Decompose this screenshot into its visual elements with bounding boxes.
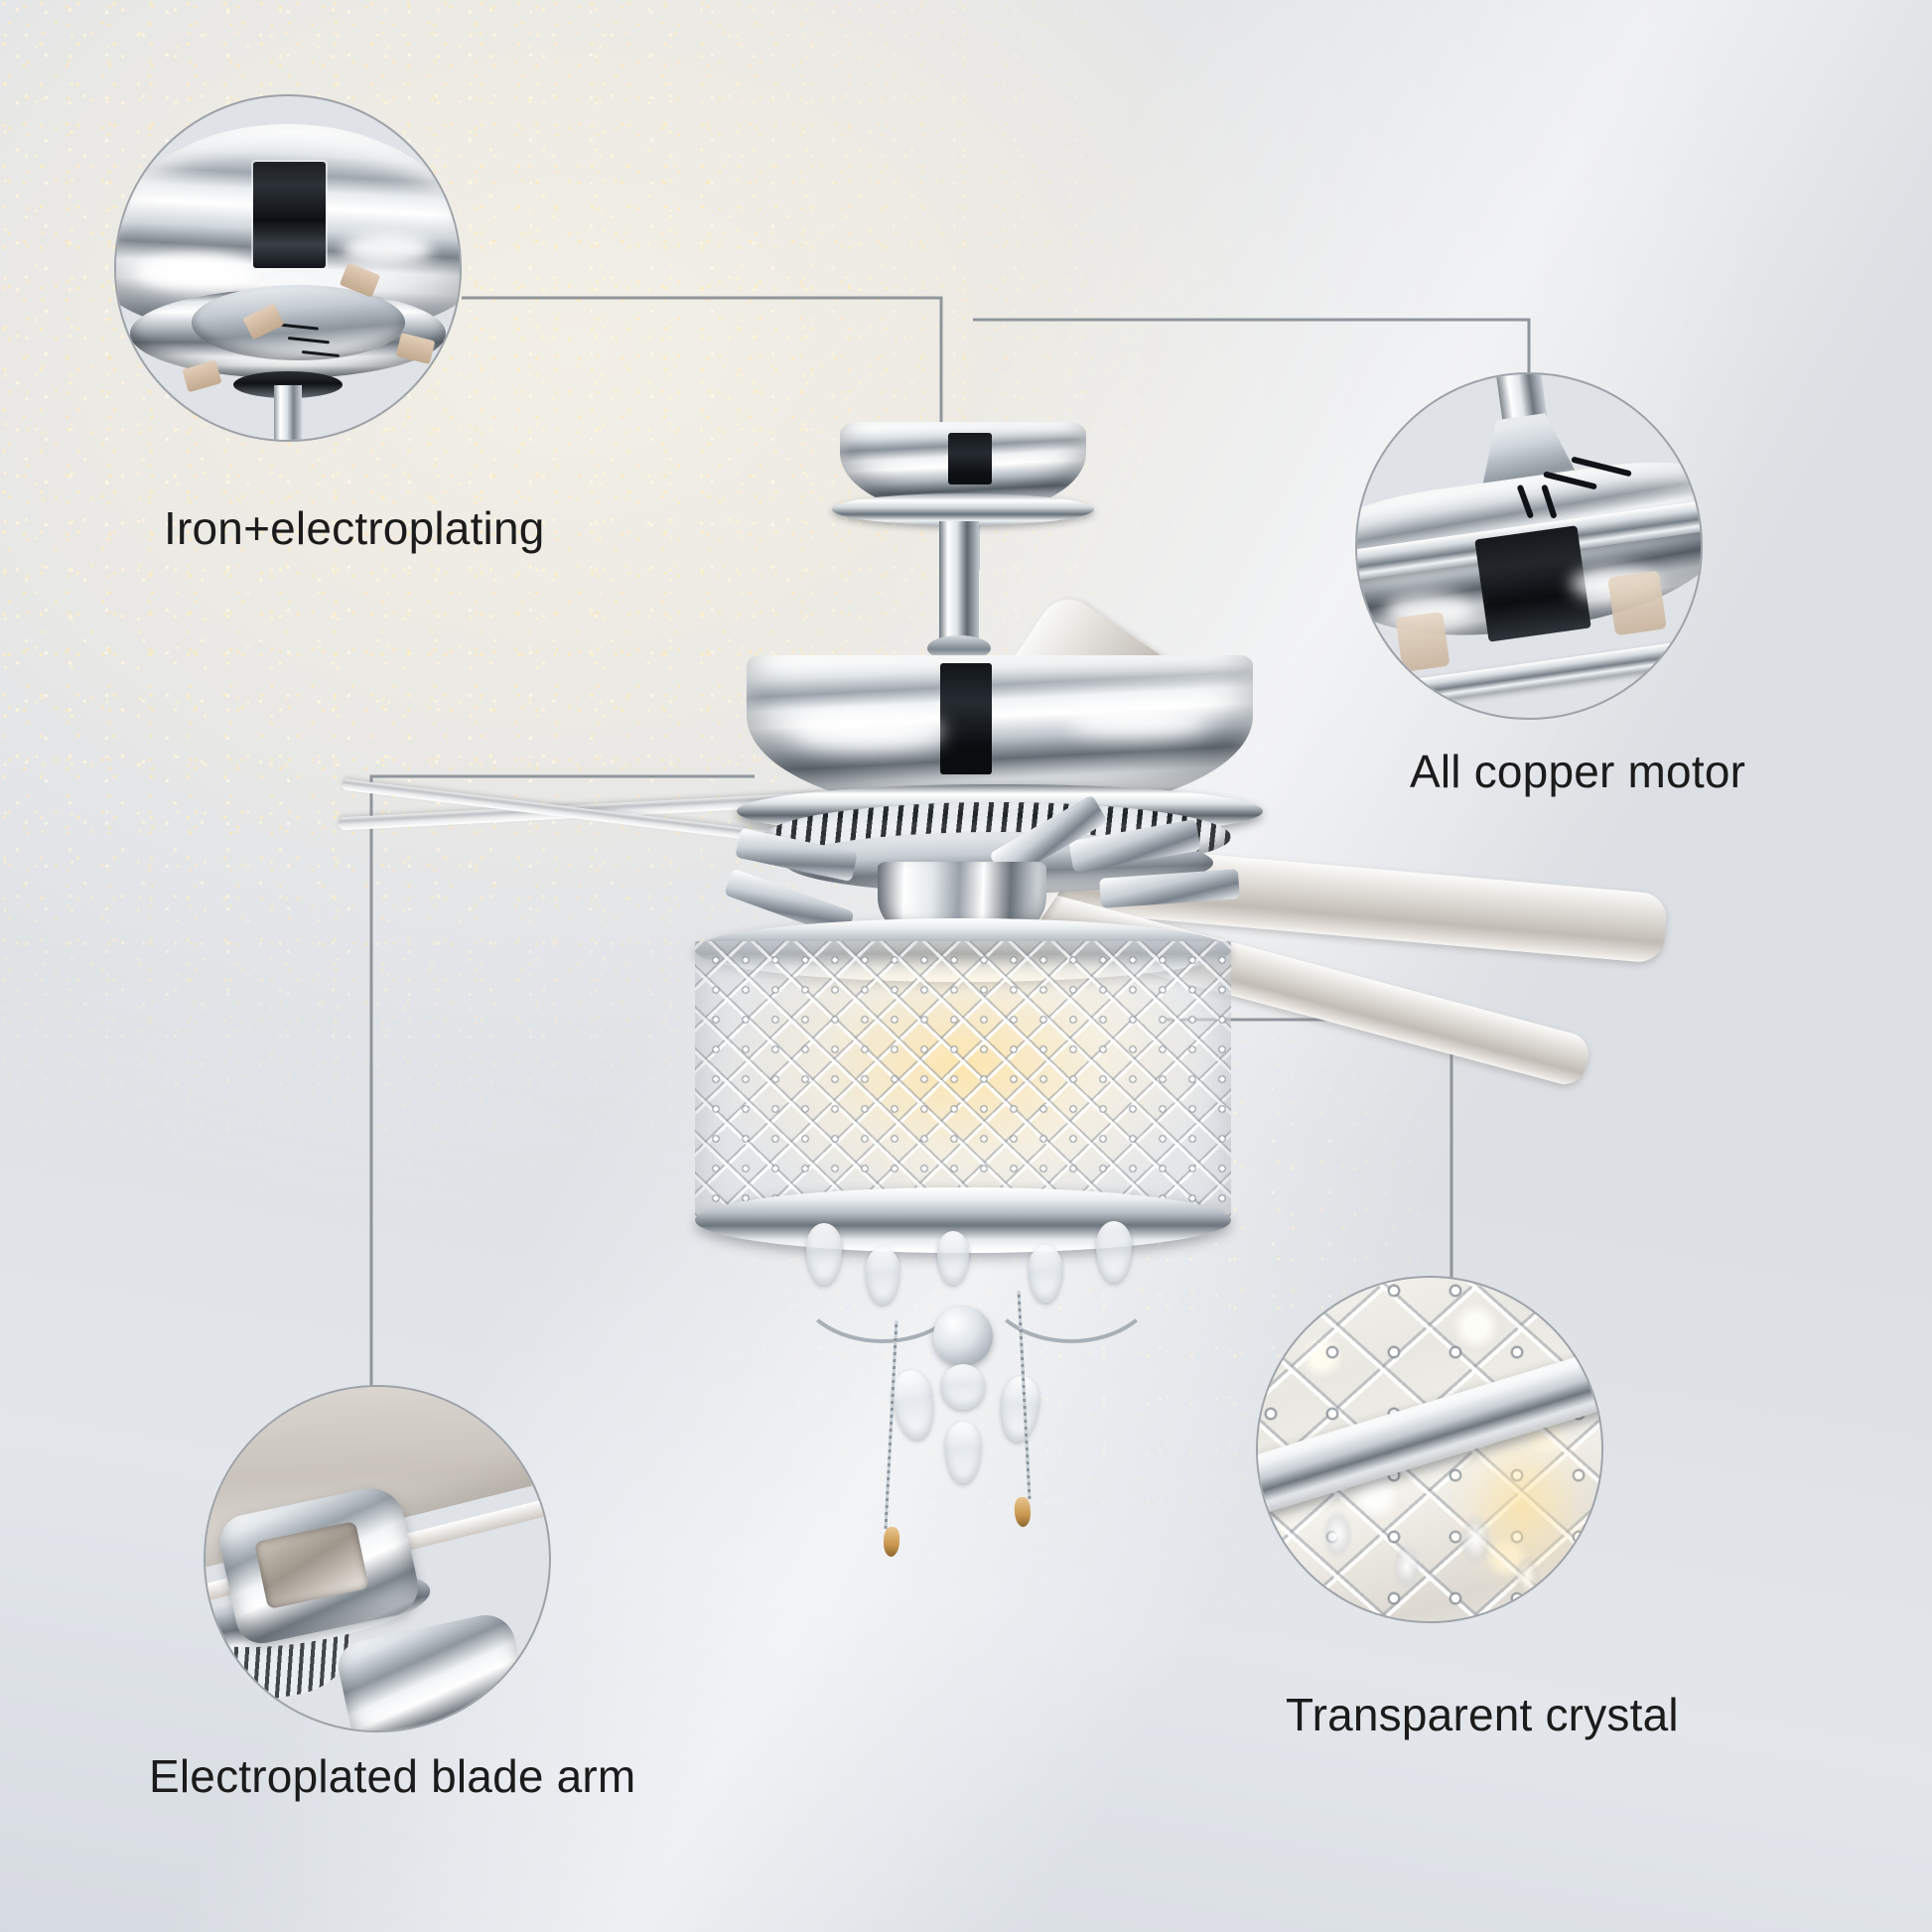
motor-highlight-left bbox=[794, 715, 943, 749]
callout-transparent-crystal[interactable] bbox=[1256, 1276, 1603, 1623]
crystal-teardrop-5 bbox=[937, 1231, 969, 1285]
canopy-highlight-right bbox=[343, 233, 433, 265]
crystal-shade-nodes bbox=[693, 939, 1233, 1221]
motor-blade-reflection-right bbox=[1607, 570, 1667, 635]
callout-all-copper-motor[interactable] bbox=[1355, 372, 1703, 720]
crystal-swag-arm-left bbox=[794, 1216, 971, 1343]
label-all-copper-motor: All copper motor bbox=[1410, 746, 1746, 797]
label-iron-electroplating: Iron+electroplating bbox=[164, 502, 545, 554]
crystal-drops-detail bbox=[1285, 1490, 1575, 1621]
crystal-teardrop-4 bbox=[1096, 1221, 1132, 1283]
label-electroplated-blade-arm: Electroplated blade arm bbox=[149, 1750, 636, 1802]
crystal-teardrop-3 bbox=[1029, 1245, 1062, 1303]
chrome-downrod bbox=[939, 521, 979, 650]
canopy-highlight-left bbox=[136, 254, 254, 289]
canopy-dark-slot-detail bbox=[253, 161, 327, 268]
crystal-teardrop-2 bbox=[866, 1247, 899, 1305]
canopy-lip bbox=[832, 493, 1094, 525]
label-transparent-crystal: Transparent crystal bbox=[1286, 1689, 1679, 1740]
motor-blade-reflection-left bbox=[1394, 612, 1450, 673]
canopy-rod-detail bbox=[274, 384, 302, 440]
callout-iron-electroplating[interactable] bbox=[114, 94, 462, 442]
motor-highlight-right bbox=[1067, 707, 1206, 737]
crystal-teardrop-1 bbox=[806, 1223, 842, 1285]
crystal-swag-arm-right bbox=[983, 1216, 1160, 1343]
callout-electroplated-blade-arm[interactable] bbox=[204, 1385, 551, 1732]
canopy-dark-band bbox=[948, 433, 992, 484]
motor-dark-band bbox=[940, 663, 992, 774]
crystal-center-bead bbox=[941, 1364, 985, 1410]
canopy-motor-plate-detail bbox=[192, 285, 405, 361]
crystal-teardrop-8 bbox=[945, 1422, 981, 1483]
crystal-center-ball bbox=[933, 1307, 993, 1366]
